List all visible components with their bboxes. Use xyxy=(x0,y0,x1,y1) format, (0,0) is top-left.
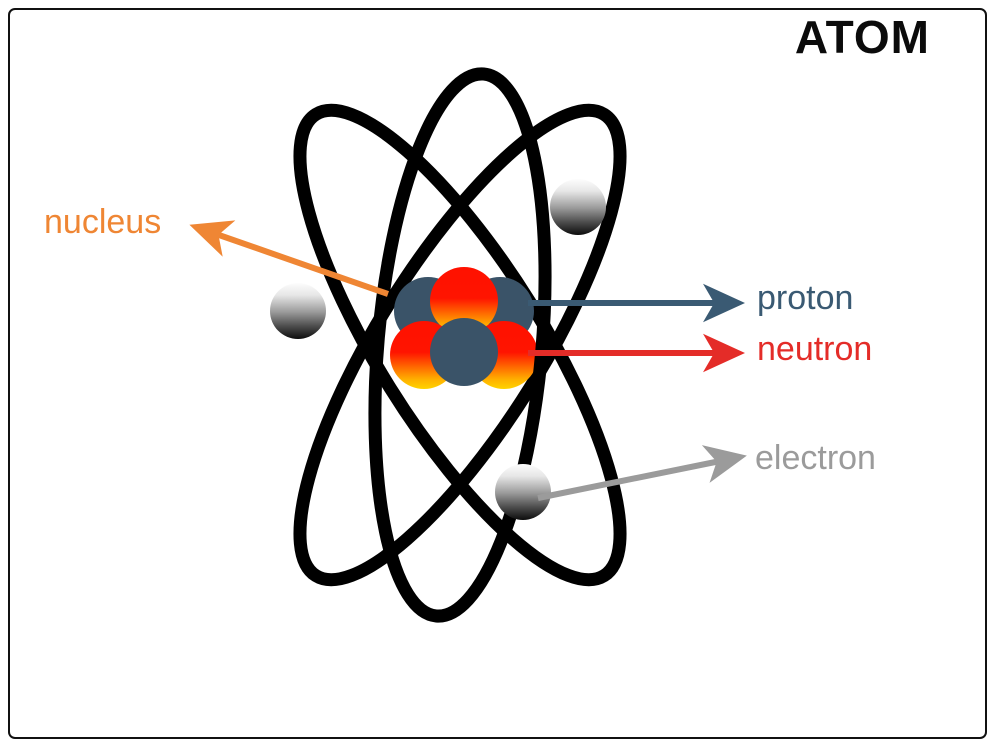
neutron-top xyxy=(430,267,498,335)
orbit-tilted-right xyxy=(293,103,627,587)
annotation-arrows xyxy=(189,220,747,501)
electron-left xyxy=(270,283,326,339)
electron-arrow xyxy=(537,445,747,501)
label-neutron: neutron xyxy=(757,330,873,368)
proton-center xyxy=(430,318,498,386)
nucleus-arrow xyxy=(189,220,389,297)
label-nucleus: nucleus xyxy=(44,203,162,241)
electron-group xyxy=(270,179,606,520)
nucleus-group xyxy=(390,267,538,389)
page-title: ATOM xyxy=(794,11,930,63)
label-proton: proton xyxy=(757,279,854,317)
electron-bottom xyxy=(495,464,551,520)
electron-top-right xyxy=(550,179,606,235)
label-electron: electron xyxy=(755,439,876,477)
